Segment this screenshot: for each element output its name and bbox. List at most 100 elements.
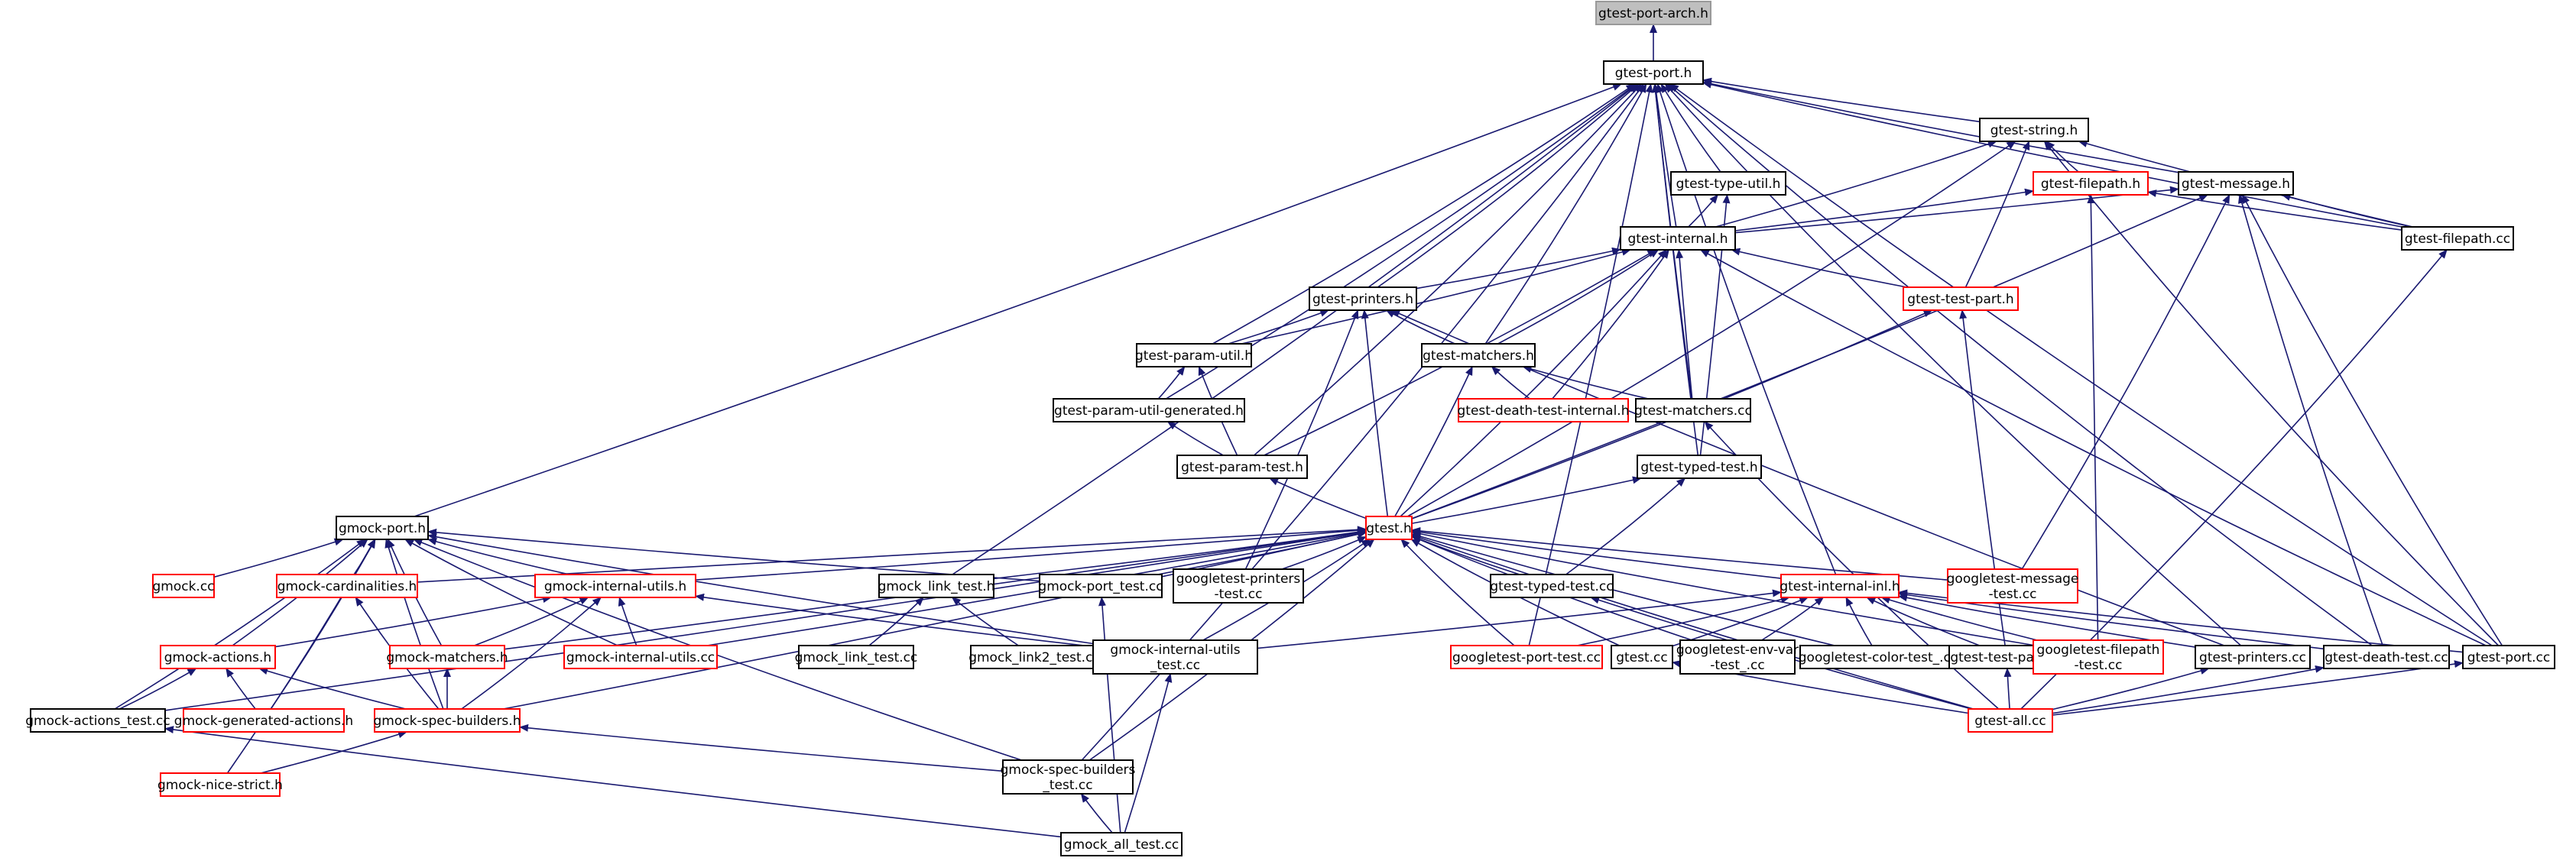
node-gporttest[interactable]: googletest-port-test.cc (1450, 645, 1603, 669)
edge-allcc-to-deathtestcc (2052, 665, 2325, 714)
node-alltest[interactable]: gmock_all_test.cc (1060, 832, 1183, 856)
node-gtesth[interactable]: gtest.h (1365, 516, 1413, 540)
node-intutilscc[interactable]: gmock-internal-utils.cc (563, 645, 718, 669)
node-intutils[interactable]: gmock-internal-utils.h (534, 574, 696, 598)
edge-line (1281, 536, 1367, 570)
node-port[interactable]: gtest-port.h (1603, 60, 1704, 85)
node-gfilepathtest[interactable]: googletest-filepath-test.cc (2033, 639, 2164, 675)
node-nicestrict[interactable]: gmock-nice-strict.h (157, 772, 283, 797)
node-label: gmock_all_test.cc (1064, 837, 1179, 853)
node-gmatchers[interactable]: gmock-matchers.h (386, 645, 508, 669)
node-portcc[interactable]: gtest-port.cc (2462, 645, 2555, 669)
node-box (2033, 171, 2149, 196)
node-actionstest[interactable]: gmock-actions_test.cc (25, 708, 170, 733)
node-printers[interactable]: gtest-printers.h (1309, 286, 1417, 311)
edge-line (2021, 194, 2230, 570)
node-deathint[interactable]: gtest-death-test-internal.h (1457, 398, 1630, 422)
edge-line (384, 539, 444, 710)
node-label: _test.cc (1042, 778, 1092, 793)
edge-line (1411, 534, 1974, 710)
node-box (1092, 639, 1258, 675)
edge-gtesth-to-matchersh (1394, 366, 1473, 517)
edge-gtesth-to-typedtest (1411, 476, 1642, 524)
node-label: gtest.h (1366, 521, 1412, 536)
node-paramutil[interactable]: gtest-param-util.h (1135, 343, 1253, 367)
node-gmockporttest[interactable]: gmock-port_test.cc (1038, 574, 1163, 598)
node-gmockcc[interactable]: gmock.cc (152, 574, 215, 598)
edge-line (1411, 526, 1948, 581)
node-box (160, 772, 281, 797)
edge-gporttest-to-gtesth (1400, 539, 1515, 646)
node-intutilstest[interactable]: gmock-internal-utils_test.cc (1092, 639, 1258, 675)
node-paramgen[interactable]: gtest-param-util-generated.h (1053, 398, 1245, 422)
node-deathtestcc[interactable]: gtest-death-test.cc (2323, 645, 2450, 669)
edge-line (427, 528, 1040, 582)
edge-matchersh-to-internal (1497, 249, 1659, 345)
edge-paramtest-to-port (1254, 83, 1643, 456)
node-testpart[interactable]: gtest-test-part.h (1903, 286, 2019, 311)
edge-line (1660, 83, 1721, 173)
node-box (336, 516, 429, 540)
node-typeutil[interactable]: gtest-type-util.h (1670, 171, 1786, 196)
node-box (878, 574, 994, 598)
node-gmockport[interactable]: gmock-port.h (336, 516, 429, 540)
node-allcc[interactable]: gtest-all.cc (1968, 708, 2053, 733)
edge-actions-to-intutils (274, 595, 553, 648)
node-filepath[interactable]: gtest-filepath.h (2033, 171, 2149, 196)
node-typedtestcc[interactable]: gtest-typed-test.cc (1490, 574, 1614, 598)
node-linktestcc[interactable]: gmock_link_test.cc (795, 645, 918, 669)
node-message[interactable]: gtest-message.h (2178, 171, 2294, 196)
node-label: googletest-port-test.cc (1452, 650, 1601, 665)
node-actions[interactable]: gmock-actions.h (160, 645, 276, 669)
edge-line (1411, 528, 1782, 579)
node-specbtest[interactable]: gmock-spec-builders_test.cc (1001, 759, 1136, 795)
node-link2[interactable]: gmock_link2_test.cc (968, 645, 1100, 669)
edge-intutilscc-to-gmockport (404, 539, 618, 646)
node-label: -test.cc (1215, 587, 1263, 602)
node-box (1670, 171, 1786, 196)
node-matcherscc[interactable]: gtest-matchers.cc (1634, 398, 1752, 422)
edge-intutils-to-gmockport (427, 538, 569, 575)
node-intinl[interactable]: gtest-internal-inl.h (1780, 574, 1900, 598)
edge-gtesth-to-internal (1400, 249, 1667, 517)
node-label: gtest-message.h (2182, 176, 2290, 192)
edge-paramgen-to-paramutil (1157, 366, 1186, 400)
edges-layer (114, 24, 2503, 838)
edge-colortest-to-intinl (1845, 597, 1873, 646)
node-gtestcc[interactable]: gtest.cc (1611, 645, 1673, 669)
node-matchersh[interactable]: gtest-matchers.h (1421, 343, 1536, 367)
edge-line (1254, 83, 1643, 456)
node-label: gtest-port.cc (2467, 650, 2551, 665)
edge-line (2043, 141, 2500, 646)
edge-line (1484, 83, 1647, 345)
node-gprinterstest[interactable]: googletest-printers-test.cc (1173, 568, 1304, 604)
edge-paramtest-to-paramgen (1166, 421, 1224, 456)
node-envvar[interactable]: googletest-env-var-test_.cc (1676, 639, 1799, 675)
edge-paramutil-to-printers (1228, 309, 1330, 345)
edge-line (1664, 83, 2242, 646)
edge-line (474, 597, 589, 646)
node-printerscc[interactable]: gtest-printers.cc (2195, 645, 2311, 669)
node-label: gtest-matchers.h (1423, 348, 1534, 364)
edge-line (1416, 247, 1621, 290)
node-colortest[interactable]: googletest-color-test_.cc (1799, 645, 1958, 669)
node-string[interactable]: gtest-string.h (1979, 118, 2089, 142)
node-paramtest[interactable]: gtest-param-test.h (1176, 455, 1308, 479)
node-gmsgtest[interactable]: googletest-message-test.cc (1947, 568, 2079, 604)
edge-printers-to-internal (1416, 247, 1621, 290)
node-typedtest[interactable]: gtest-typed-test.h (1637, 455, 1762, 479)
node-cardinal[interactable]: gmock-cardinalities.h (276, 574, 418, 598)
edge-line (695, 593, 1094, 648)
node-genactions[interactable]: gmock-generated-actions.h (174, 708, 353, 733)
node-filepathcc[interactable]: gtest-filepath.cc (2401, 226, 2514, 251)
edge-intinl-to-gtesth (1411, 528, 1782, 579)
node-box (1620, 226, 1736, 251)
edge-line (461, 597, 602, 710)
edge-line (618, 597, 638, 646)
node-linktest[interactable]: gmock_link_test.h (878, 574, 995, 598)
node-specbuilders[interactable]: gmock-spec-builders.h (374, 708, 521, 733)
node-box (374, 708, 521, 733)
node-label: gmock-port_test.cc (1038, 579, 1163, 594)
node-internal[interactable]: gtest-internal.h (1620, 226, 1736, 251)
node-label: gmock-generated-actions.h (174, 714, 353, 729)
